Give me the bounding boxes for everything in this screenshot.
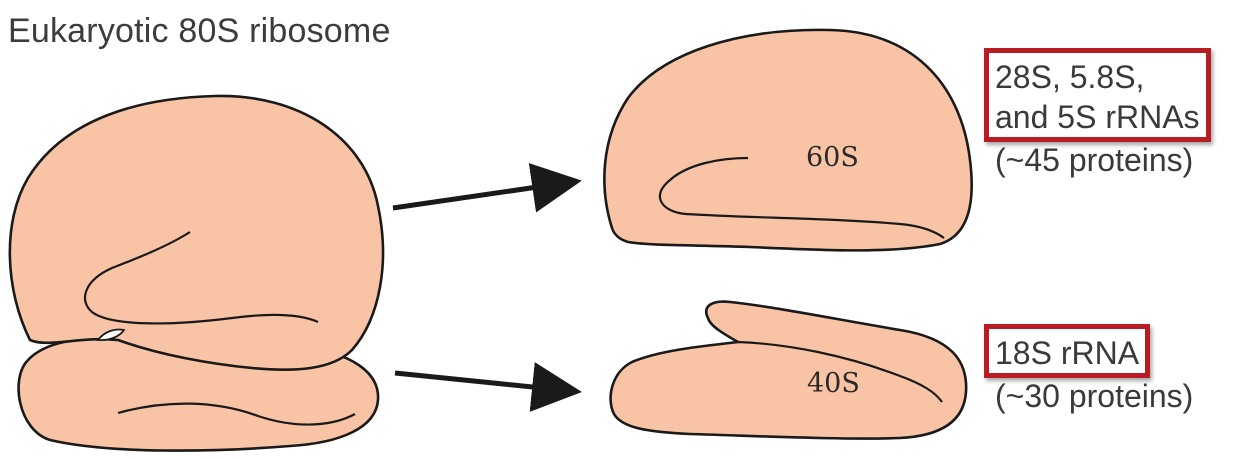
large-subunit-proteins: (~45 proteins): [984, 140, 1211, 180]
arrow-to-40s: [395, 373, 572, 391]
small-subunit-shape: [611, 302, 967, 439]
arrow-to-60s: [393, 182, 572, 208]
small-subunit-label: 40S: [807, 368, 860, 399]
small-subunit-40s: 40S: [611, 302, 967, 439]
small-subunit-proteins: (~30 proteins): [984, 376, 1193, 416]
assembled-large-subunit: [10, 96, 383, 370]
large-subunit-rrna-line1: 28S, 5.8S,: [995, 57, 1200, 97]
small-subunit-rrna-highlight-box: 18S rRNA: [984, 324, 1150, 378]
small-subunit-annotation: 18S rRNA (~30 proteins): [984, 324, 1193, 416]
large-subunit-annotation: 28S, 5.8S, and 5S rRNAs (~45 proteins): [984, 48, 1211, 180]
large-subunit-60s: 60S: [604, 30, 971, 250]
small-subunit-rrna: 18S rRNA: [995, 333, 1139, 373]
large-subunit-rrna-highlight-box: 28S, 5.8S, and 5S rRNAs: [984, 48, 1211, 142]
large-subunit-rrna-line2: and 5S rRNAs: [995, 97, 1200, 137]
assembled-ribosome: [10, 96, 383, 451]
large-subunit-label: 60S: [806, 142, 859, 173]
